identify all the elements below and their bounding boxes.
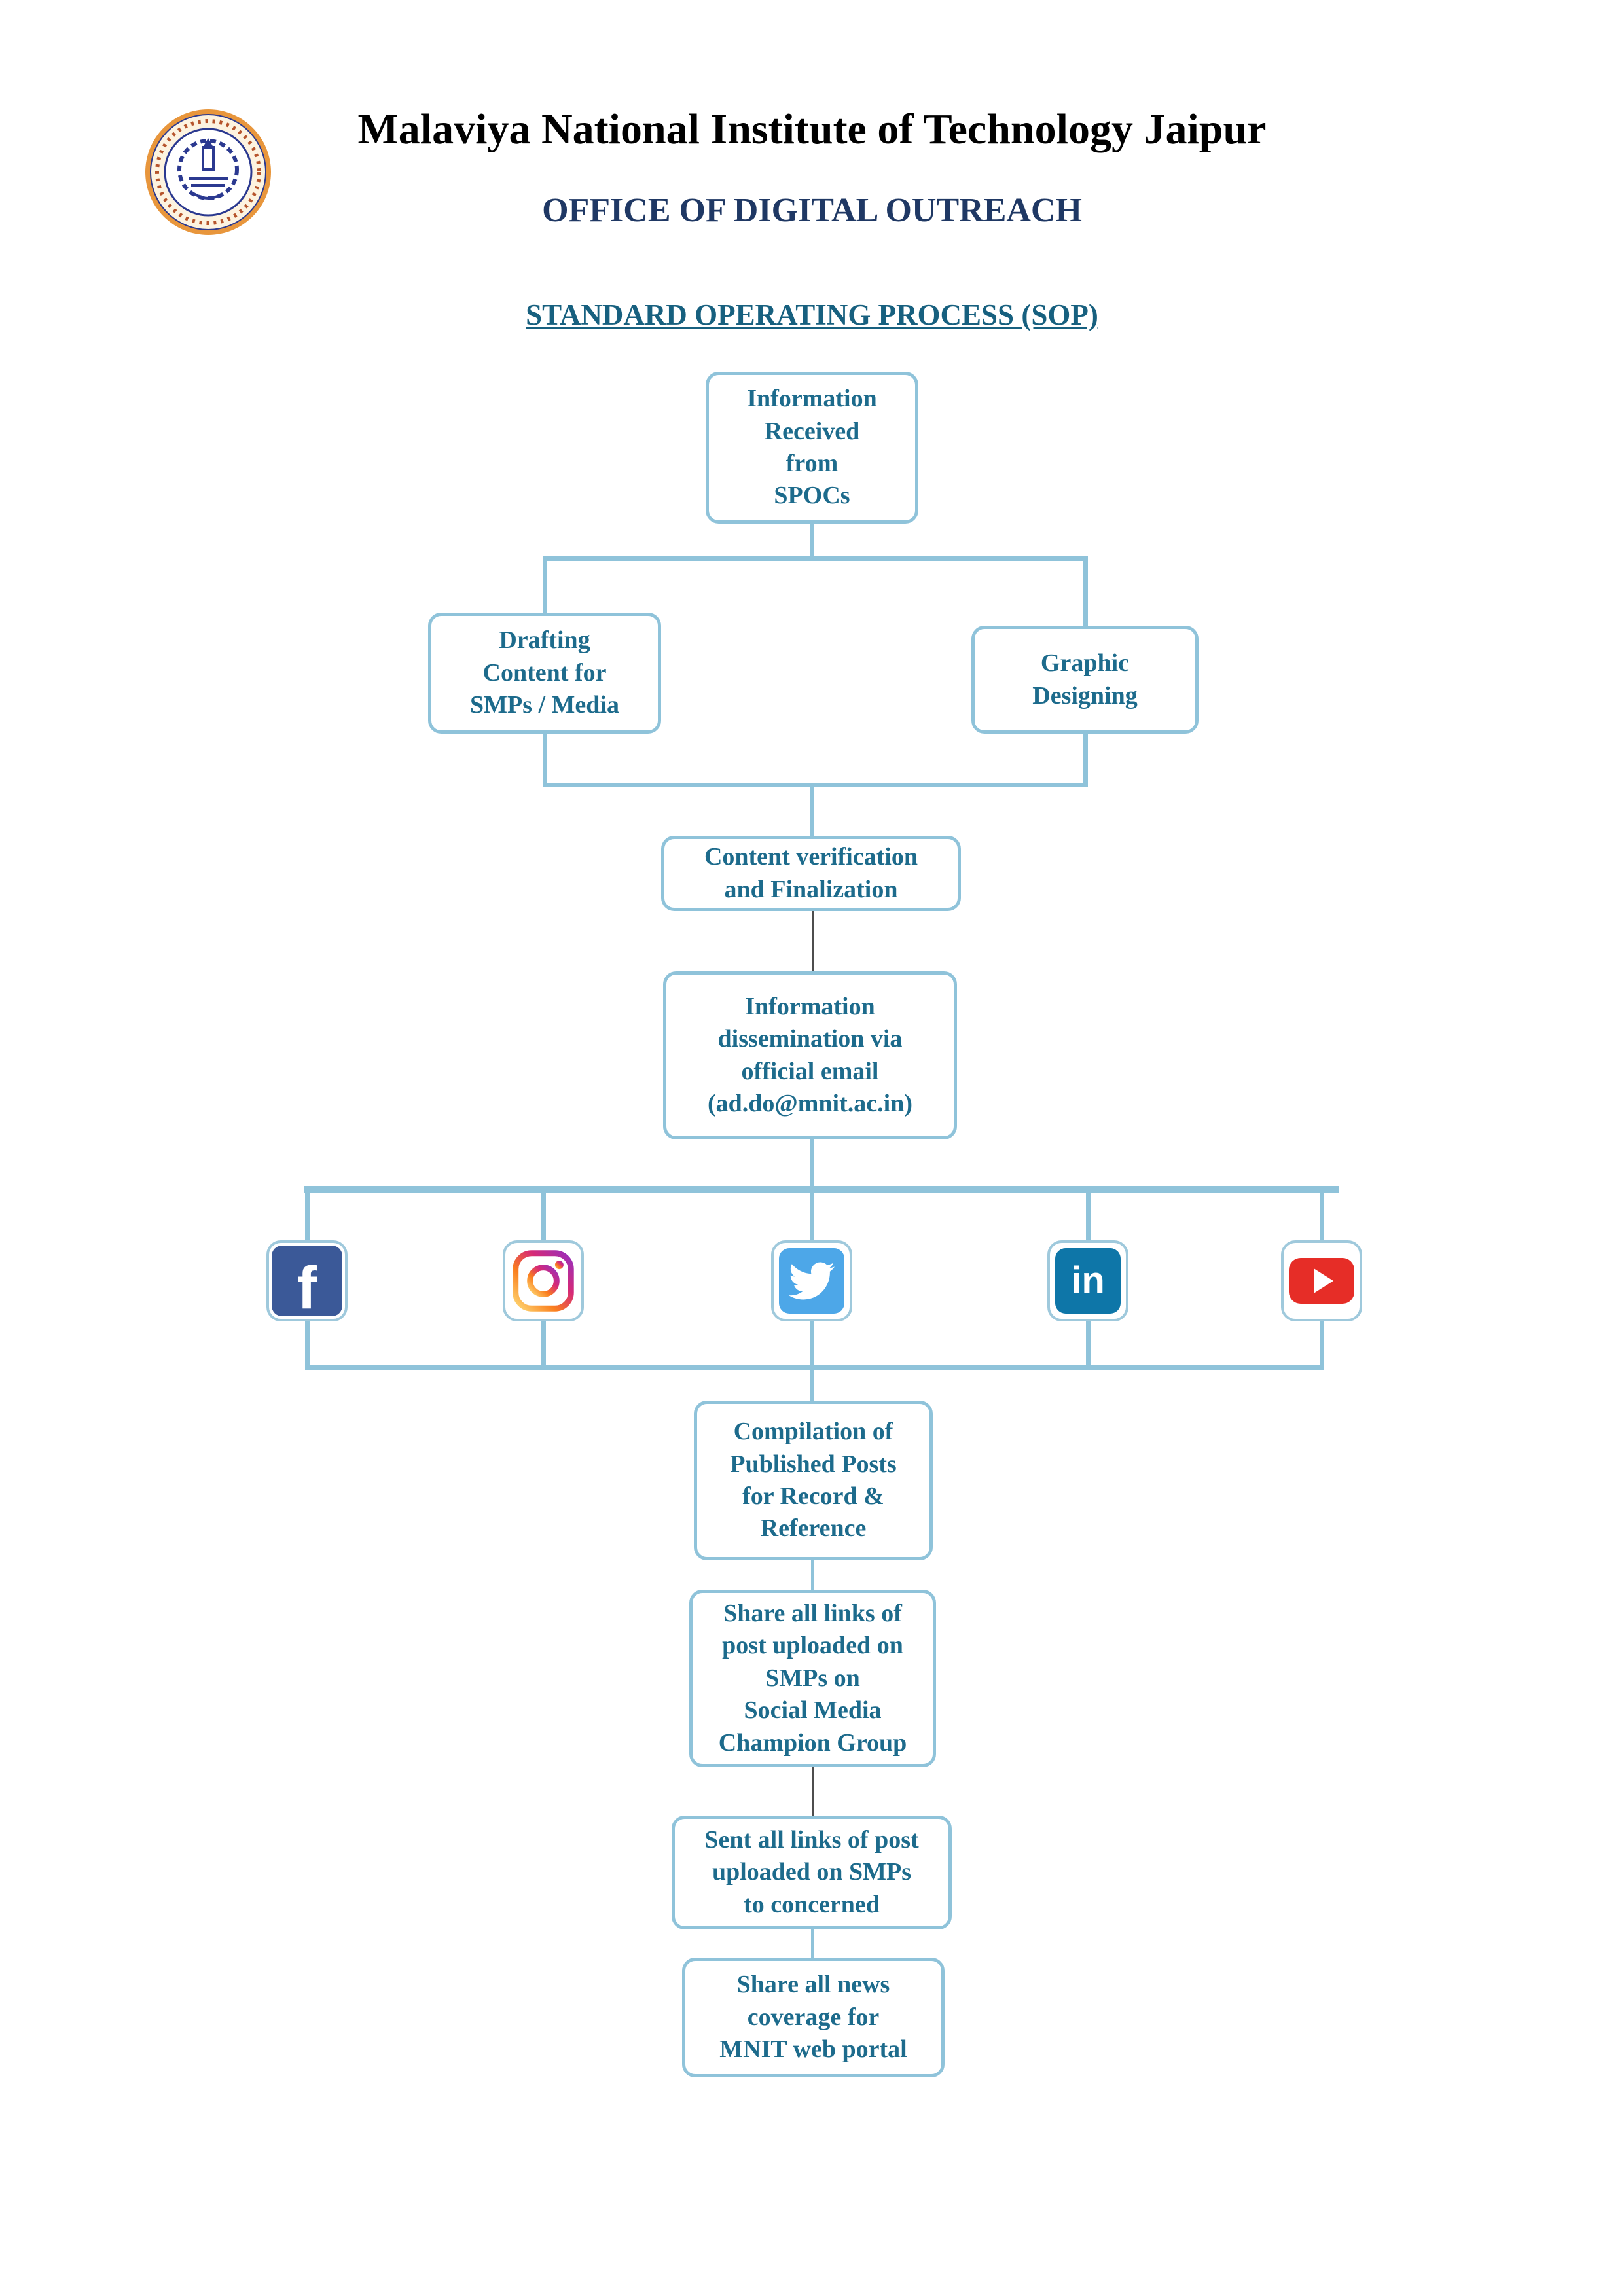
connector — [812, 911, 814, 971]
connector — [543, 732, 547, 785]
connector — [812, 1767, 814, 1816]
facebook-icon: f — [266, 1240, 348, 1321]
flow-box-share-news-label: Share all news coverage for MNIT web por… — [719, 1971, 907, 2064]
flow-box-share-links-label: Share all links of post uploaded on SMPs… — [718, 1600, 907, 1757]
flow-box-content-verification: Content verification and Finalization — [661, 836, 961, 911]
linkedin-letters: in — [1071, 1259, 1105, 1302]
linkedin-glyph: in — [1055, 1248, 1121, 1314]
connector — [810, 1321, 814, 1365]
twitter-icon — [771, 1240, 852, 1321]
flow-box-information-received: Information Received from SPOCs — [706, 372, 918, 524]
flow-box-share-news: Share all news coverage for MNIT web por… — [682, 1958, 945, 2077]
connector — [1083, 732, 1088, 785]
flow-box-compilation: Compilation of Published Posts for Recor… — [694, 1401, 933, 1560]
connector — [811, 1560, 814, 1590]
connector — [541, 1321, 546, 1365]
flow-box-share-links: Share all links of post uploaded on SMPs… — [689, 1590, 936, 1767]
connector — [1083, 556, 1088, 628]
instagram-glyph — [513, 1250, 574, 1312]
connector — [811, 1929, 814, 1958]
facebook-letter: f — [297, 1255, 317, 1316]
connector — [543, 783, 1088, 787]
institute-logo — [145, 109, 271, 235]
flow-box-graphic-designing-label: Graphic Designing — [1032, 649, 1138, 709]
flow-box-information-dissemination: Information dissemination via official e… — [663, 971, 957, 1139]
youtube-glyph — [1289, 1258, 1354, 1304]
flow-box-sent-links-label: Sent all links of post uploaded on SMPs … — [704, 1825, 919, 1918]
flow-box-compilation-label: Compilation of Published Posts for Recor… — [730, 1418, 897, 1543]
youtube-icon — [1281, 1240, 1362, 1321]
institute-title: Malaviya National Institute of Technolog… — [357, 105, 1267, 153]
youtube-play-triangle — [1314, 1268, 1333, 1293]
instagram-icon — [503, 1240, 584, 1321]
connector — [1086, 1193, 1091, 1240]
flow-box-drafting-content: Drafting Content for SMPs / Media — [428, 613, 661, 734]
connector — [543, 556, 547, 615]
sop-heading: STANDARD OPERATING PROCESS (SOP) — [526, 298, 1098, 331]
connector — [810, 1139, 814, 1188]
flow-box-content-verification-label: Content verification and Finalization — [704, 843, 918, 903]
connector — [1320, 1193, 1324, 1240]
connector — [305, 1365, 1324, 1370]
twitter-glyph — [779, 1248, 844, 1314]
connector — [543, 556, 1088, 561]
connector — [541, 1193, 546, 1240]
connector — [305, 1321, 310, 1365]
facebook-glyph: f — [272, 1246, 342, 1316]
linkedin-icon: in — [1047, 1240, 1128, 1321]
connector — [304, 1186, 1339, 1193]
flow-box-information-dissemination-label: Information dissemination via official e… — [708, 992, 912, 1117]
office-subtitle: OFFICE OF DIGITAL OUTREACH — [542, 192, 1082, 229]
connector — [810, 1365, 814, 1403]
connector — [305, 1193, 310, 1240]
flow-box-information-received-label: Information Received from SPOCs — [747, 385, 877, 510]
flow-box-graphic-designing: Graphic Designing — [971, 626, 1199, 734]
connector — [810, 524, 814, 558]
flow-box-drafting-content-label: Drafting Content for SMPs / Media — [470, 626, 619, 719]
connector — [1086, 1321, 1091, 1365]
connector — [810, 783, 814, 838]
connector — [1320, 1321, 1324, 1365]
flow-box-sent-links: Sent all links of post uploaded on SMPs … — [672, 1816, 952, 1929]
connector — [810, 1193, 814, 1240]
